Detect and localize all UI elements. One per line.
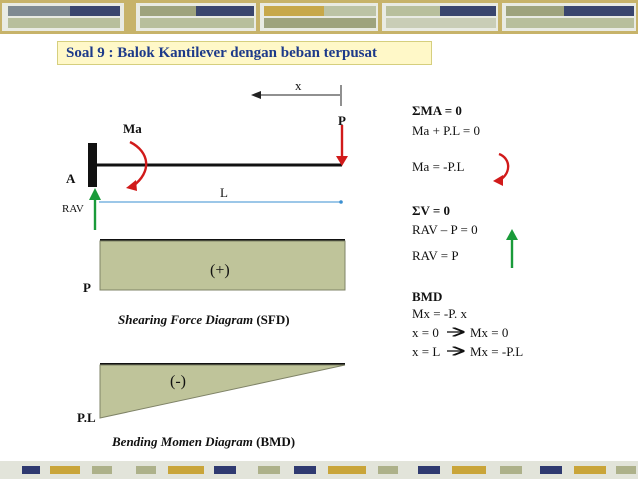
banner-tile bbox=[264, 18, 376, 28]
banner-tile bbox=[140, 6, 196, 16]
ma-label: Ma bbox=[123, 121, 142, 136]
bottom-banner bbox=[0, 461, 638, 479]
sfd-caption-abbr: (SFD) bbox=[256, 312, 290, 327]
banner-tile bbox=[506, 18, 634, 28]
banner-tile bbox=[324, 6, 376, 16]
banner-tile bbox=[258, 466, 280, 474]
banner-tile bbox=[196, 6, 254, 16]
bmd-sign: (-) bbox=[170, 373, 186, 390]
banner-tile bbox=[22, 466, 40, 474]
banner-tile bbox=[506, 6, 564, 16]
vertical-heading: ΣV = 0 bbox=[412, 203, 451, 218]
bmd-left-value: P.L bbox=[77, 410, 96, 425]
banner-tile bbox=[70, 6, 120, 16]
bmd-equation-3-left: x = L bbox=[412, 344, 441, 359]
bmd-equation-3-right: Mx = -P.L bbox=[470, 344, 524, 359]
banner-tile bbox=[140, 18, 254, 28]
bmd-area bbox=[99, 364, 346, 419]
top-banner bbox=[0, 0, 638, 34]
length-dimension-dot bbox=[339, 200, 343, 204]
bmd-caption: Bending Momen Diagram (BMD) bbox=[112, 434, 295, 450]
bmd-caption-abbr: (BMD) bbox=[256, 434, 296, 449]
bmd-equation-2-right: Mx = 0 bbox=[470, 325, 509, 340]
banner-tile bbox=[378, 466, 398, 474]
banner-tile bbox=[50, 466, 80, 474]
sfd-caption-title: Shearing Force Diagram bbox=[118, 312, 254, 327]
banner-tile bbox=[386, 18, 496, 28]
banner-tile bbox=[214, 466, 236, 474]
moment-heading: ΣMA = 0 bbox=[412, 103, 462, 118]
length-label: L bbox=[220, 185, 228, 200]
banner-tile bbox=[8, 18, 120, 28]
load-arrowhead-icon bbox=[336, 156, 348, 166]
moment-arrowhead-small-icon bbox=[493, 175, 503, 186]
banner-tile bbox=[500, 466, 522, 474]
banner-tile bbox=[440, 6, 496, 16]
banner-tile bbox=[294, 466, 316, 474]
vertical-equation-1: RAV – P = 0 bbox=[412, 222, 478, 237]
banner-tile bbox=[328, 466, 366, 474]
vertical-equation-2: RAV = P bbox=[412, 248, 459, 263]
banner-tile bbox=[8, 6, 70, 16]
fixed-support bbox=[88, 143, 97, 187]
rav-label: RAV bbox=[62, 203, 84, 215]
bmd-caption-title: Bending Momen Diagram bbox=[112, 434, 253, 449]
banner-tile bbox=[264, 6, 324, 16]
banner-tile bbox=[168, 466, 204, 474]
banner-tile bbox=[386, 6, 440, 16]
reaction-arrowhead-small-icon bbox=[506, 229, 518, 240]
sfd-left-value: P bbox=[83, 280, 91, 295]
sfd-caption: Shearing Force Diagram (SFD) bbox=[118, 312, 290, 328]
x-label: x bbox=[295, 78, 302, 93]
banner-tile bbox=[452, 466, 486, 474]
moment-arrow-small-icon bbox=[498, 152, 510, 181]
bmd-heading: BMD bbox=[412, 289, 443, 304]
banner-tile bbox=[540, 466, 562, 474]
p-load-label: P bbox=[338, 113, 346, 128]
reaction-arrowhead-icon bbox=[89, 188, 101, 200]
banner-tile bbox=[0, 461, 638, 479]
banner-tile bbox=[564, 6, 634, 16]
banner-tile bbox=[136, 466, 156, 474]
support-a-label: A bbox=[66, 171, 76, 186]
moment-equation-1: Ma + P.L = 0 bbox=[412, 123, 480, 138]
banner-tile bbox=[574, 466, 606, 474]
slide-title: Soal 9 : Balok Kantilever dengan beban t… bbox=[57, 41, 432, 65]
moment-equation-2: Ma = -P.L bbox=[412, 159, 465, 174]
sfd-sign: (+) bbox=[210, 262, 230, 279]
moment-arrowhead-icon bbox=[126, 180, 137, 191]
banner-tile bbox=[616, 466, 636, 474]
sfd-area bbox=[99, 240, 346, 291]
bmd-equation-2-left: x = 0 bbox=[412, 325, 439, 340]
banner-tile bbox=[418, 466, 440, 474]
moment-arrow-icon bbox=[129, 140, 148, 187]
banner-tile bbox=[92, 466, 112, 474]
bmd-equation-1: Mx = -P. x bbox=[412, 306, 468, 321]
